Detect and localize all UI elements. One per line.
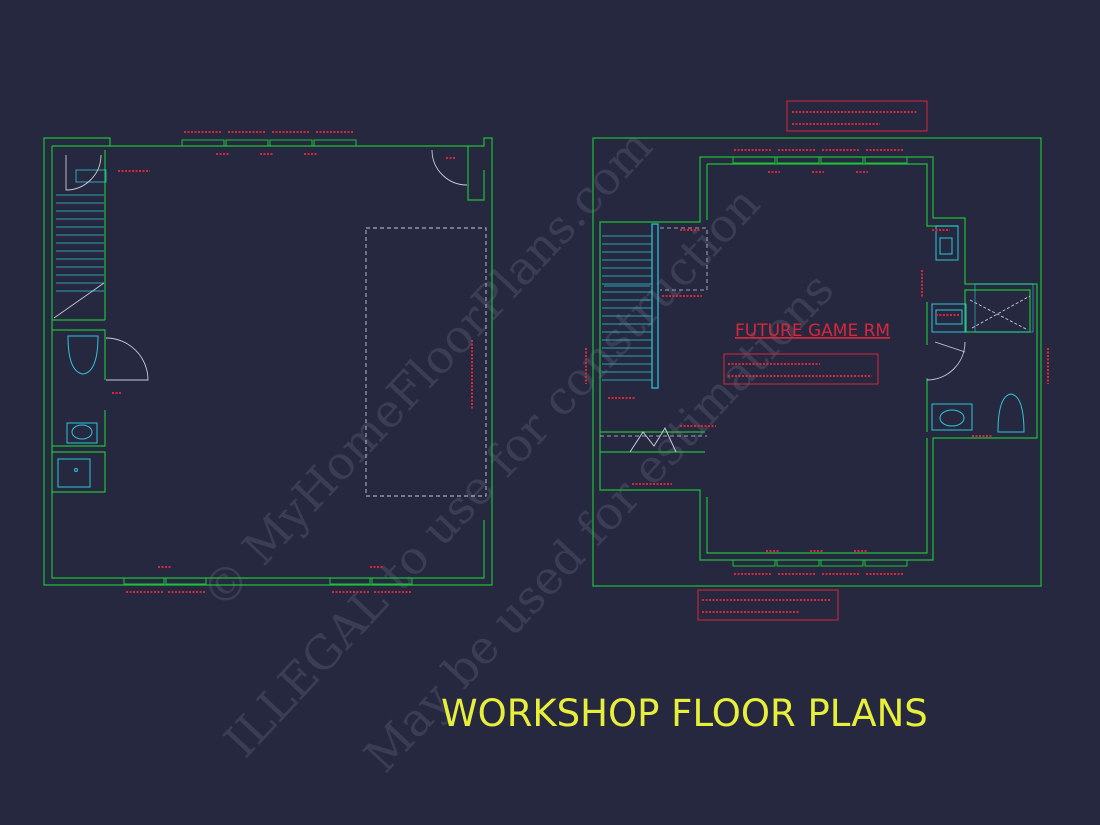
watermark: © MyHomeFloorPlans.com ILLEGAL to use fo… — [191, 119, 845, 783]
dashed-outline — [365, 227, 487, 497]
closet-bifold-doors — [629, 426, 677, 453]
upper-floor-annotations — [697, 100, 928, 621]
upper-floor-windows — [732, 156, 908, 567]
upper-floor-stair — [602, 223, 659, 389]
upper-floor-fixtures — [931, 225, 1034, 433]
ground-floor-stair — [53, 169, 107, 319]
ground-floor-plan — [43, 131, 493, 593]
upper-floor-outer-outline — [592, 137, 1042, 587]
upper-floor-note-marks — [585, 111, 1049, 613]
ground-floor-windows — [123, 139, 413, 585]
page-title: WORKSHOP FLOOR PLANS — [441, 692, 928, 735]
room-label: FUTURE GAME RM — [735, 321, 890, 341]
upper-floor-plan — [585, 100, 1049, 621]
upper-floor-dashed — [600, 227, 708, 437]
upper-floor-doors — [926, 295, 1031, 381]
ground-floor-fixtures — [57, 335, 99, 488]
ground-floor-walls — [43, 137, 493, 586]
upper-floor-walls — [599, 156, 1038, 561]
ground-floor-doors — [65, 149, 468, 381]
ground-floor-annotations — [112, 131, 473, 593]
